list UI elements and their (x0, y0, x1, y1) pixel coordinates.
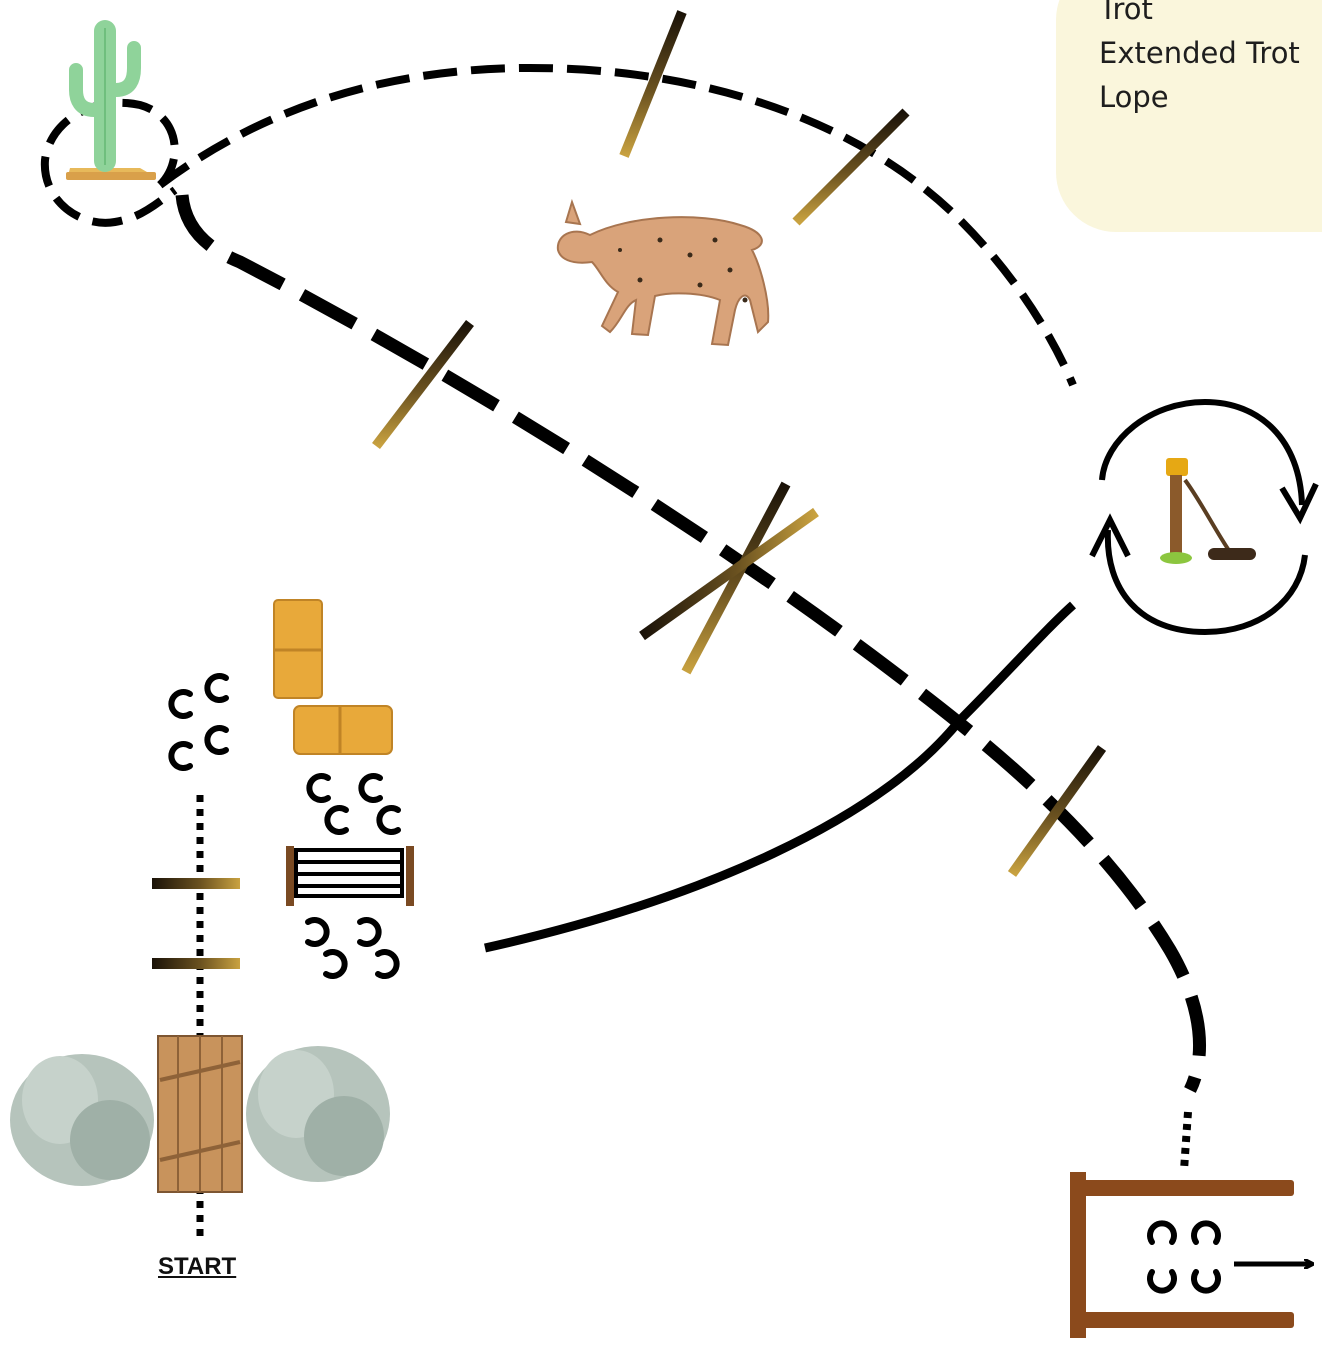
pen-approach-dots (1180, 1111, 1192, 1171)
horseshoe-icon (1147, 1269, 1177, 1294)
ground-pole (152, 878, 240, 889)
horseshoe-icon (324, 805, 349, 835)
cactus-icon (66, 20, 156, 180)
ground-pole (152, 958, 240, 969)
horseshoe-icon (323, 949, 348, 979)
horseshoe-icon (1147, 1220, 1177, 1245)
hitching-post-icon (1160, 458, 1256, 564)
horseshoe-icon (376, 805, 401, 835)
ground-pole (372, 319, 474, 450)
trot-route (157, 63, 1077, 387)
hitching-post-circle (1089, 398, 1319, 636)
ground-pole (619, 10, 687, 158)
horseshoe-icon (168, 741, 193, 771)
ground-pole (639, 507, 819, 641)
extended-trot-route (175, 194, 1207, 1093)
ground-pole (1007, 745, 1107, 877)
sagebrush-icon (10, 1054, 154, 1186)
lope-route (484, 601, 1076, 953)
wooden-pen-icon (1070, 1172, 1294, 1338)
cactus-circle-route (40, 98, 179, 227)
horseshoe-icon (305, 917, 330, 947)
sagebrush-icon (246, 1046, 390, 1182)
horseshoe-icon (1191, 1269, 1221, 1294)
gate-icon (286, 846, 414, 906)
legend-trot: Trot (1099, 0, 1153, 26)
start-label: START (158, 1253, 237, 1280)
ground-pole (681, 481, 791, 675)
horseshoe-icon (168, 689, 193, 719)
horseshoe-icon (306, 773, 331, 803)
horseshoe-icon (204, 725, 229, 755)
horseshoe-icon (204, 673, 229, 703)
horseshoe-icon (358, 773, 383, 803)
wooden-door-icon (157, 1035, 243, 1193)
ground-pole (792, 108, 910, 226)
hay-bale-icon (273, 599, 393, 755)
lynx-icon (556, 198, 770, 347)
horseshoe-group (168, 673, 1221, 1294)
horseshoe-icon (357, 917, 382, 947)
legend-extended-trot: Extended Trot (1099, 36, 1300, 70)
horseshoe-icon (375, 949, 400, 979)
legend-lope: Lope (1099, 80, 1169, 114)
horseshoe-icon (1191, 1220, 1221, 1245)
gait-legend (1056, 0, 1322, 232)
